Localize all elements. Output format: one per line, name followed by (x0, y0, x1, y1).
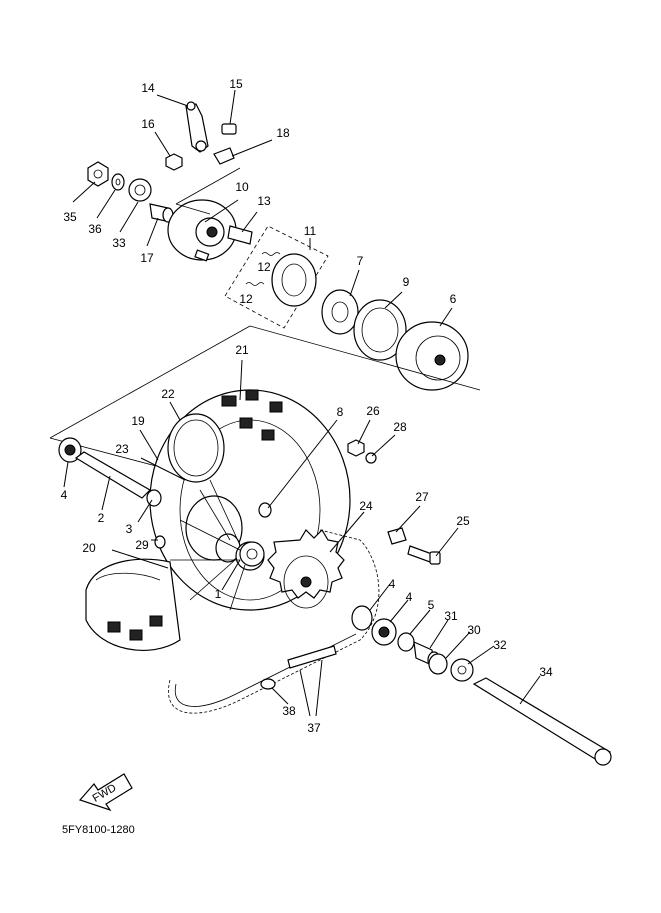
label-12a: 12 (257, 260, 271, 274)
washer (111, 173, 125, 191)
lever-nut (165, 153, 183, 171)
label-16: 16 (141, 117, 155, 131)
rim-tube (167, 413, 225, 483)
label-19: 19 (131, 414, 145, 428)
axle-nut (87, 161, 109, 187)
label-8: 8 (337, 405, 344, 419)
adjuster-bolt (407, 545, 441, 565)
label-26: 26 (366, 404, 380, 418)
part-labels: 14 15 16 18 10 13 11 12 12 7 9 6 35 36 3… (61, 77, 553, 735)
lever-bolt (221, 123, 237, 135)
camshaft (227, 225, 253, 245)
label-10: 10 (235, 180, 249, 194)
label-5: 5 (428, 598, 435, 612)
leader-lines (63, 89, 541, 717)
label-17: 17 (140, 251, 154, 265)
label-24: 24 (359, 499, 373, 513)
adjuster-plate-32 (450, 658, 474, 682)
label-3: 3 (126, 522, 133, 536)
label-35: 35 (63, 210, 77, 224)
drive-chain (168, 529, 380, 714)
bearing-right-1 (351, 605, 373, 631)
bearing-right-2 (371, 618, 397, 646)
label-34: 34 (539, 665, 553, 679)
label-4b: 4 (389, 577, 396, 591)
brake-spring-upper (261, 252, 281, 256)
spokes (170, 479, 261, 611)
label-30: 30 (467, 623, 481, 637)
master-link-clip (260, 678, 276, 690)
chain-puller-bolt (387, 527, 407, 545)
label-7: 7 (357, 254, 364, 268)
washer-28 (365, 452, 377, 464)
label-28: 28 (393, 420, 407, 434)
label-38: 38 (282, 704, 296, 718)
label-14: 14 (141, 81, 155, 95)
label-6: 6 (450, 292, 457, 306)
label-20: 20 (82, 541, 96, 555)
nut-26 (347, 439, 365, 457)
brake-shoe-plate (167, 199, 237, 262)
label-25: 25 (456, 514, 470, 528)
brake-spring-lower (245, 282, 265, 286)
hub-plate (321, 289, 359, 335)
brake-shoes (271, 253, 317, 307)
label-32: 32 (493, 638, 507, 652)
brake-drum (395, 321, 469, 391)
label-31: 31 (444, 609, 458, 623)
small-sprocket-1 (239, 541, 265, 567)
label-15: 15 (229, 77, 243, 91)
label-23: 23 (115, 442, 129, 456)
label-37: 37 (307, 721, 321, 735)
chain-joint (287, 645, 337, 669)
small-collar (154, 535, 166, 549)
diagram-code: 5FY8100-1280 (62, 824, 135, 836)
label-2: 2 (98, 511, 105, 525)
wheel-axle (472, 677, 612, 766)
label-21: 21 (235, 343, 249, 357)
label-4c: 4 (406, 590, 413, 604)
brake-cam-lever (185, 101, 209, 153)
label-9: 9 (403, 275, 410, 289)
label-11: 11 (304, 224, 317, 238)
label-27: 27 (415, 490, 429, 504)
tire-tread-blocks (107, 389, 283, 641)
label-4a: 4 (61, 488, 68, 502)
bearing-left (58, 437, 82, 463)
fwd-arrow: FWD (78, 773, 133, 812)
indicator-plate (213, 147, 235, 165)
label-36: 36 (88, 222, 102, 236)
brake-drum-ring (353, 299, 407, 361)
label-33: 33 (112, 236, 126, 250)
collar-30 (428, 653, 448, 675)
stud-bolt-8 (258, 502, 272, 518)
brake-spacer-gear (128, 178, 152, 202)
axle-spacer (74, 451, 151, 499)
label-13: 13 (257, 194, 271, 208)
label-1: 1 (215, 587, 222, 601)
label-22: 22 (161, 387, 175, 401)
label-12b: 12 (239, 292, 253, 306)
label-18: 18 (276, 126, 290, 140)
oil-seal-left (146, 489, 162, 507)
oil-seal-right (397, 632, 415, 652)
label-29: 29 (135, 538, 149, 552)
rear-sprocket (267, 529, 345, 609)
